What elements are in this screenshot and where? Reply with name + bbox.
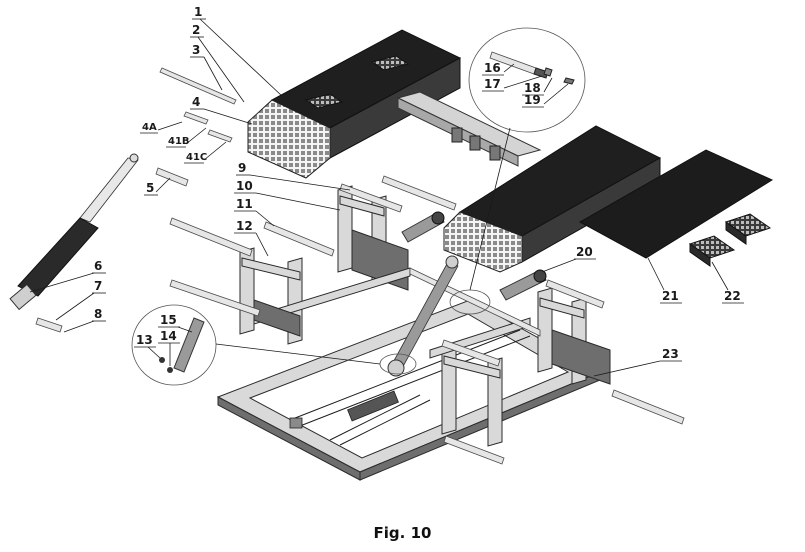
callout-20: 20 [541,245,596,273]
svg-text:4: 4 [192,95,200,109]
right-scissor-arm-rear [537,287,611,385]
callout-14: 14 [158,329,180,366]
rubber-pad-icon [304,93,344,109]
callout-4: 4 [190,95,253,125]
svg-text:41B: 41B [168,136,190,147]
callout-8: 8 [63,307,106,333]
rubber-pads [688,213,772,267]
svg-text:14: 14 [160,329,177,343]
callout-13: 13 [134,333,161,359]
svg-text:17: 17 [484,77,501,91]
callout-4a: 4A [140,121,183,134]
svg-text:41C: 41C [186,152,207,163]
callout-19: 19 [522,83,569,108]
svg-text:3: 3 [192,43,200,57]
callout-12: 12 [234,219,269,257]
callout-3: 3 [190,43,223,91]
svg-text:19: 19 [524,93,541,107]
callout-5: 5 [144,177,171,196]
svg-text:2: 2 [192,23,200,37]
rollers [401,211,547,301]
svg-text:11: 11 [236,197,253,211]
svg-text:22: 22 [724,289,741,303]
callout-9: 9 [236,161,351,191]
svg-text:6: 6 [94,259,102,273]
callout-6: 6 [29,259,106,293]
callout-17: 17 [482,75,543,92]
lift-cylinder [387,255,459,377]
left-platform [247,29,462,179]
svg-text:9: 9 [238,161,246,175]
rubber-mat [578,149,774,259]
figure-caption: Fig. 10 [373,524,432,542]
gas-strut [9,153,139,311]
callout-41c: 41C [184,141,227,164]
base-frame [216,299,602,481]
callout-7: 7 [55,279,106,321]
svg-text:13: 13 [136,333,153,347]
callout-21: 21 [647,257,682,304]
svg-text:21: 21 [662,289,679,303]
callout-2: 2 [190,23,245,103]
callout-23: 23 [593,347,682,377]
svg-text:10: 10 [236,179,253,193]
callout-18: 18 [522,77,553,96]
callout-15: 15 [158,313,193,333]
svg-text:8: 8 [94,307,102,321]
svg-text:18: 18 [524,81,541,95]
svg-text:16: 16 [484,61,501,75]
svg-text:1: 1 [194,5,202,19]
bridge-brackets [451,127,501,161]
callout-41b: 41B [166,127,207,148]
left-scissor-arm-front [239,247,411,345]
svg-text:15: 15 [160,313,177,327]
loose-pins [35,67,685,465]
callout-1: 1 [192,5,283,97]
callout-16: 16 [482,61,515,76]
right-platform [443,125,662,273]
svg-text:4A: 4A [142,122,157,133]
svg-text:23: 23 [662,347,679,361]
detail-circle-bottom [131,304,217,386]
svg-text:5: 5 [146,181,154,195]
svg-text:20: 20 [576,245,593,259]
detail-circle-top [468,27,586,133]
svg-text:12: 12 [236,219,253,233]
callout-22: 22 [711,261,744,304]
svg-text:7: 7 [94,279,102,293]
callout-11: 11 [234,197,275,227]
callout-10: 10 [234,179,341,211]
